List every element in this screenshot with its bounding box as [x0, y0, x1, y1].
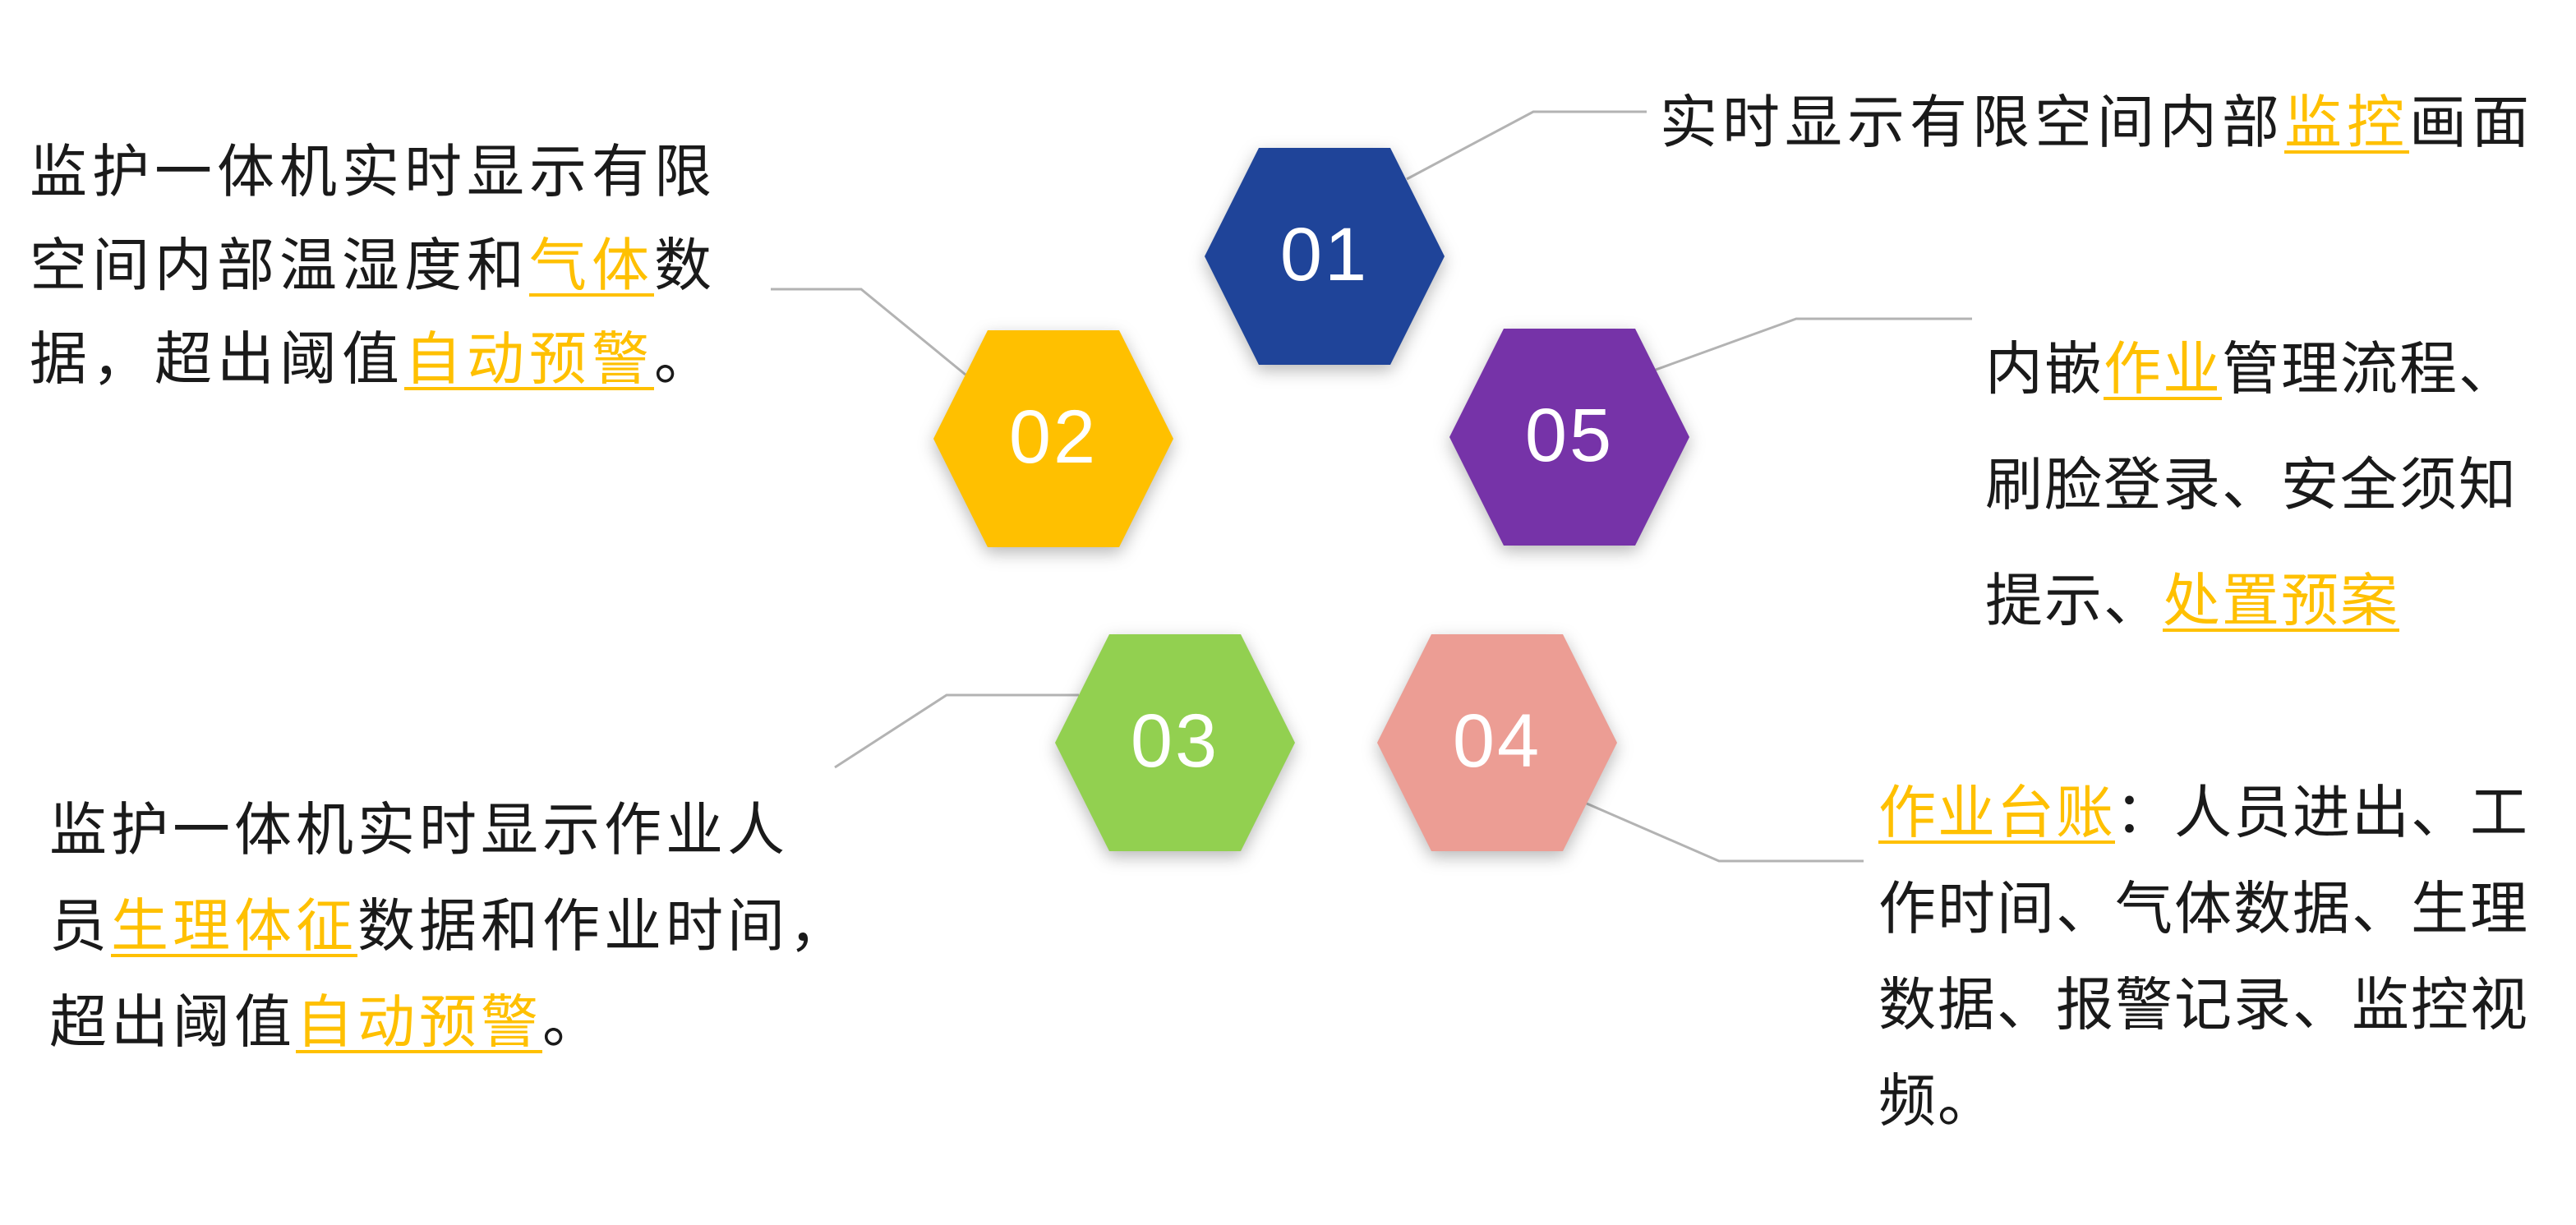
hexagon-03-shape: 03: [1055, 634, 1295, 851]
hexagon-01: 01: [1205, 148, 1445, 365]
hexagon-05-number: 05: [1524, 394, 1615, 477]
text-block-work-management: 内嵌作业管理流程、刷脸登录、安全须知提示、处置预案: [1985, 337, 2518, 633]
hexagon-04: 04: [1377, 634, 1617, 851]
hexagon-03: 03: [1055, 634, 1295, 851]
text-block-monitoring-video: 实时显示有限空间内部监控画面: [1660, 90, 2534, 154]
hexagon-04-shape: 04: [1377, 634, 1617, 851]
connector-hex04-to-text: [1586, 802, 1864, 863]
connector-text-to-hex03: [834, 693, 1079, 769]
hexagon-01-shape: 01: [1205, 148, 1445, 365]
hexagon-02-number: 02: [1008, 395, 1099, 479]
hexagon-05-shape: 05: [1449, 329, 1689, 546]
text-block-work-ledger: 作业台账：人员进出、工作时间、气体数据、生理数据、报警记录、监控视频。: [1878, 781, 2529, 1133]
text-block-physiology-alert: 监护一体机实时显示作业人员生理体征数据和作业时间，超出阈值自动预警。: [49, 798, 850, 1054]
hexagon-05: 05: [1449, 329, 1689, 546]
text-block-gas-alert: 监护一体机实时显示有限空间内部温湿度和气体数据，超出阈值自动预警。: [30, 140, 717, 391]
hexagon-01-number: 01: [1279, 213, 1370, 297]
connector-hex05-to-text: [1655, 317, 1972, 371]
hexagon-02: 02: [933, 330, 1173, 547]
hexagon-02-shape: 02: [933, 330, 1173, 547]
hexagon-03-number: 03: [1130, 699, 1220, 783]
hexagon-04-number: 04: [1452, 699, 1542, 783]
